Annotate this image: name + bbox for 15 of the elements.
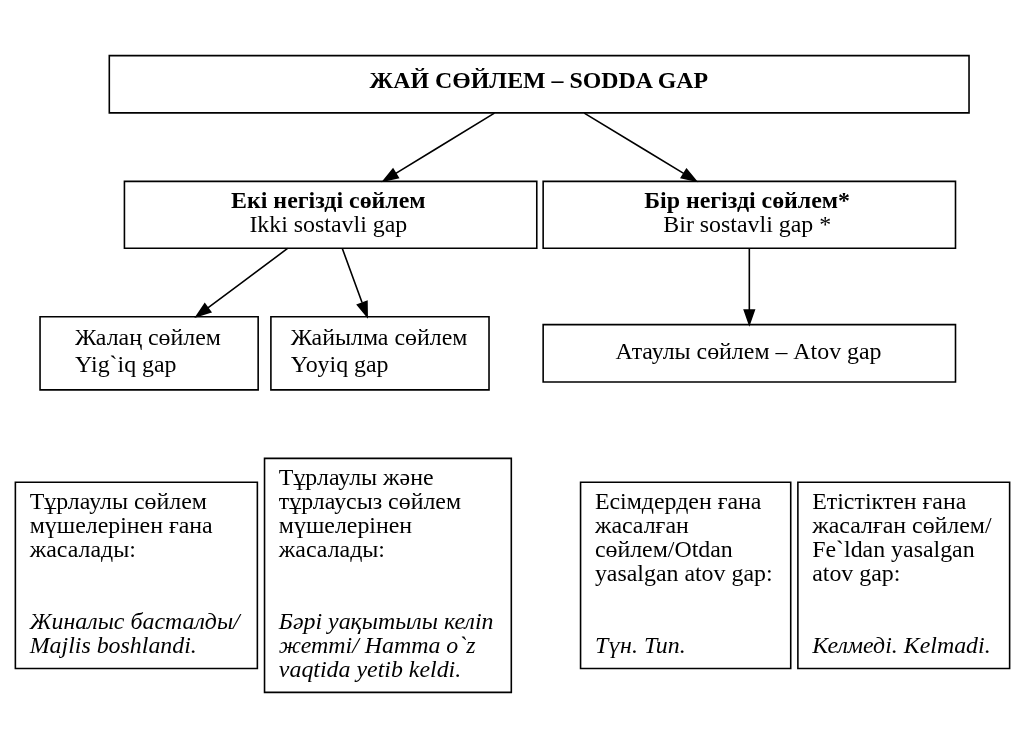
node-box: ЖАЙ СӨЙЛЕМ – SODDA GAP <box>108 54 970 114</box>
node-box: Жайылма сөйлем Yoyiq gap <box>269 315 490 391</box>
node-box: Бір негізді сөйлем* Bir sostavli gap * <box>541 180 956 249</box>
node-box: Тұрлаулы сөйлем мүшелерінен ғана жасалады: Жиналыс басталды/ Majlis boshlandi. <box>14 481 258 670</box>
node-box: Тұрлаулы және тұрлаусыз сөйлем мүшелерінен жасалады: Бәрі уақытылы келіп жетті/ Hamma o`z vaqtida yetib keldi. <box>263 457 512 694</box>
arrow <box>380 112 495 183</box>
node-box: Атаулы сөйлем – Atov gap <box>541 323 956 383</box>
node-box: Есімдерден ғана жасалған сөйлем/Otdan yasalgan atov gap: Түн. Tun. <box>579 481 791 670</box>
arrow <box>742 247 755 327</box>
node-box: Жалаң сөйлем Yig`iq gap <box>38 315 259 391</box>
arrow <box>582 112 698 183</box>
node-box: Етістіктен ғана жасалған сөйлем/ Fe`ldan yasalgan atov gap: Келмеді. Kelmadi. <box>796 481 1010 670</box>
node-box: Екі негізді сөйлем Ikki sostavli gap <box>123 180 538 249</box>
arrow <box>341 247 368 319</box>
arrow <box>193 247 288 318</box>
